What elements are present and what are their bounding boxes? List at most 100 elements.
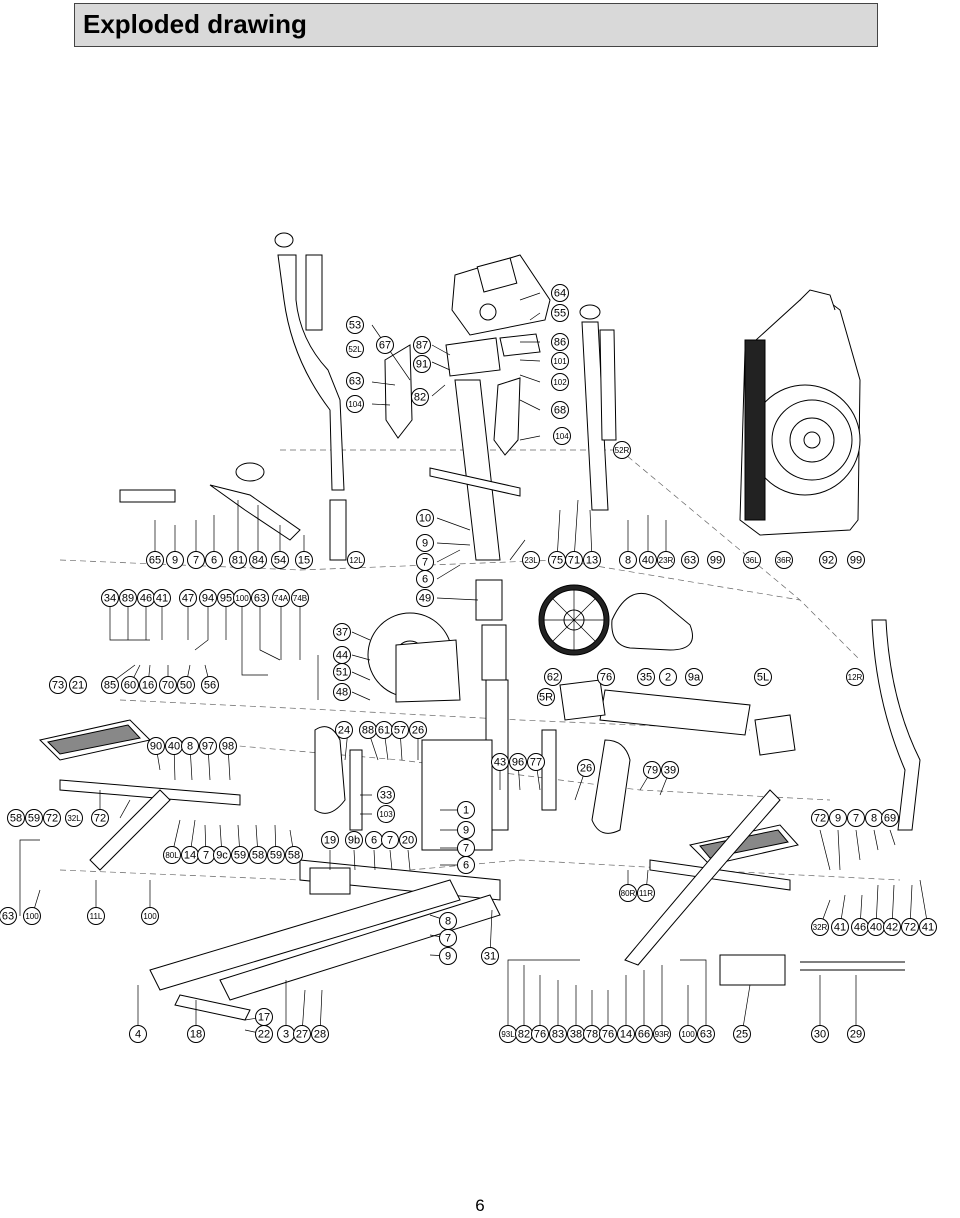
callout-label: 40	[168, 741, 180, 753]
part-callout: 63	[251, 589, 269, 607]
callout-label: 33	[380, 790, 392, 802]
part-callout: 34	[101, 589, 119, 607]
callout-circle	[413, 336, 431, 354]
callout-label: 99	[850, 555, 862, 567]
part-callout: 80L	[163, 846, 181, 864]
left-handlebar-part	[274, 232, 347, 561]
callout-circle	[657, 551, 675, 569]
callout-label: 72	[46, 813, 58, 825]
part-callout: 12L	[347, 551, 365, 569]
callout-circle	[333, 663, 351, 681]
part-callout: 29	[847, 1025, 865, 1043]
callout-circle	[181, 737, 199, 755]
callout-label: 56	[204, 680, 216, 692]
callout-circle	[457, 801, 475, 819]
callout-label: 27	[296, 1029, 308, 1041]
callout-label: 9	[172, 555, 178, 567]
part-callout: 68	[551, 401, 569, 419]
callout-circle	[522, 551, 540, 569]
callout-label: 44	[336, 650, 348, 662]
callout-label: 72	[94, 813, 106, 825]
part-callout: 51	[333, 663, 351, 681]
part-callout: 41	[831, 918, 849, 936]
callout-label: 48	[336, 687, 348, 699]
callout-circle	[551, 352, 569, 370]
callout-circle	[121, 676, 139, 694]
callout-circle	[49, 676, 67, 694]
callout-circle	[166, 551, 184, 569]
callout-circle	[233, 589, 251, 607]
part-callout: 86	[551, 333, 569, 351]
callout-label: 14	[184, 850, 196, 862]
callout-label: 46	[854, 922, 866, 934]
callout-label: 62	[547, 672, 559, 684]
callout-label: 83	[552, 1029, 564, 1041]
callout-circle	[639, 551, 657, 569]
callout-label: 58	[288, 850, 300, 862]
part-callout: 99	[707, 551, 725, 569]
callout-label: 36L	[745, 556, 759, 565]
callout-circle	[335, 721, 353, 739]
part-callout: 104	[553, 427, 571, 445]
callout-circle	[544, 668, 562, 686]
part-callout: 53	[346, 316, 364, 334]
callout-label: 61	[378, 725, 390, 737]
callout-circle	[847, 551, 865, 569]
center-tube-part	[559, 679, 796, 756]
part-callout: 23L	[522, 551, 540, 569]
part-callout: 19	[321, 831, 339, 849]
callout-circle	[661, 761, 679, 779]
callout-circle	[346, 372, 364, 390]
callout-circle	[187, 1025, 205, 1043]
part-callout: 58	[7, 809, 25, 827]
part-callout: 70	[159, 676, 177, 694]
callout-circle	[255, 1025, 273, 1043]
part-callout: 56	[201, 676, 219, 694]
part-callout: 76	[597, 668, 615, 686]
callout-circle	[199, 737, 217, 755]
callout-label: 93R	[655, 1030, 670, 1039]
part-callout: 36L	[743, 551, 761, 569]
callout-circle	[187, 551, 205, 569]
callout-label: 26	[580, 763, 592, 775]
part-callout: 58	[249, 846, 267, 864]
callout-circle	[551, 401, 569, 419]
callout-label: 24	[338, 725, 350, 737]
callout-label: 70	[162, 680, 174, 692]
callout-circle	[147, 737, 165, 755]
part-callout: 7	[197, 846, 215, 864]
callout-label: 76	[600, 672, 612, 684]
callout-circle	[345, 831, 363, 849]
part-callout: 16	[139, 676, 157, 694]
part-callout: 43	[491, 753, 509, 771]
callout-label: 32L	[67, 814, 81, 823]
callout-label: 57	[394, 725, 406, 737]
part-callout: 50	[177, 676, 195, 694]
callout-circle	[285, 846, 303, 864]
part-callout: 28	[311, 1025, 329, 1043]
callout-label: 90	[150, 741, 162, 753]
part-callout: 40	[165, 737, 183, 755]
callout-label: 63	[254, 593, 266, 605]
callout-label: 68	[554, 405, 566, 417]
callout-label: 100	[681, 1030, 695, 1039]
callout-label: 40	[642, 555, 654, 567]
callout-label: 58	[252, 850, 264, 862]
callout-circle	[272, 589, 290, 607]
callout-circle	[551, 373, 569, 391]
callout-circle	[743, 551, 761, 569]
callout-circle	[219, 737, 237, 755]
part-callout: 15	[295, 551, 313, 569]
callout-circle	[681, 551, 699, 569]
part-callout: 81	[229, 551, 247, 569]
part-callout: 82	[515, 1025, 533, 1043]
part-callout: 26	[577, 759, 595, 777]
callout-label: 36R	[777, 556, 792, 565]
callout-label: 15	[298, 555, 310, 567]
part-callout: 54	[271, 551, 289, 569]
callout-label: 63	[684, 555, 696, 567]
part-callout: 26	[409, 721, 427, 739]
callout-circle	[457, 856, 475, 874]
callout-label: 58	[10, 813, 22, 825]
callout-label: 87	[416, 340, 428, 352]
